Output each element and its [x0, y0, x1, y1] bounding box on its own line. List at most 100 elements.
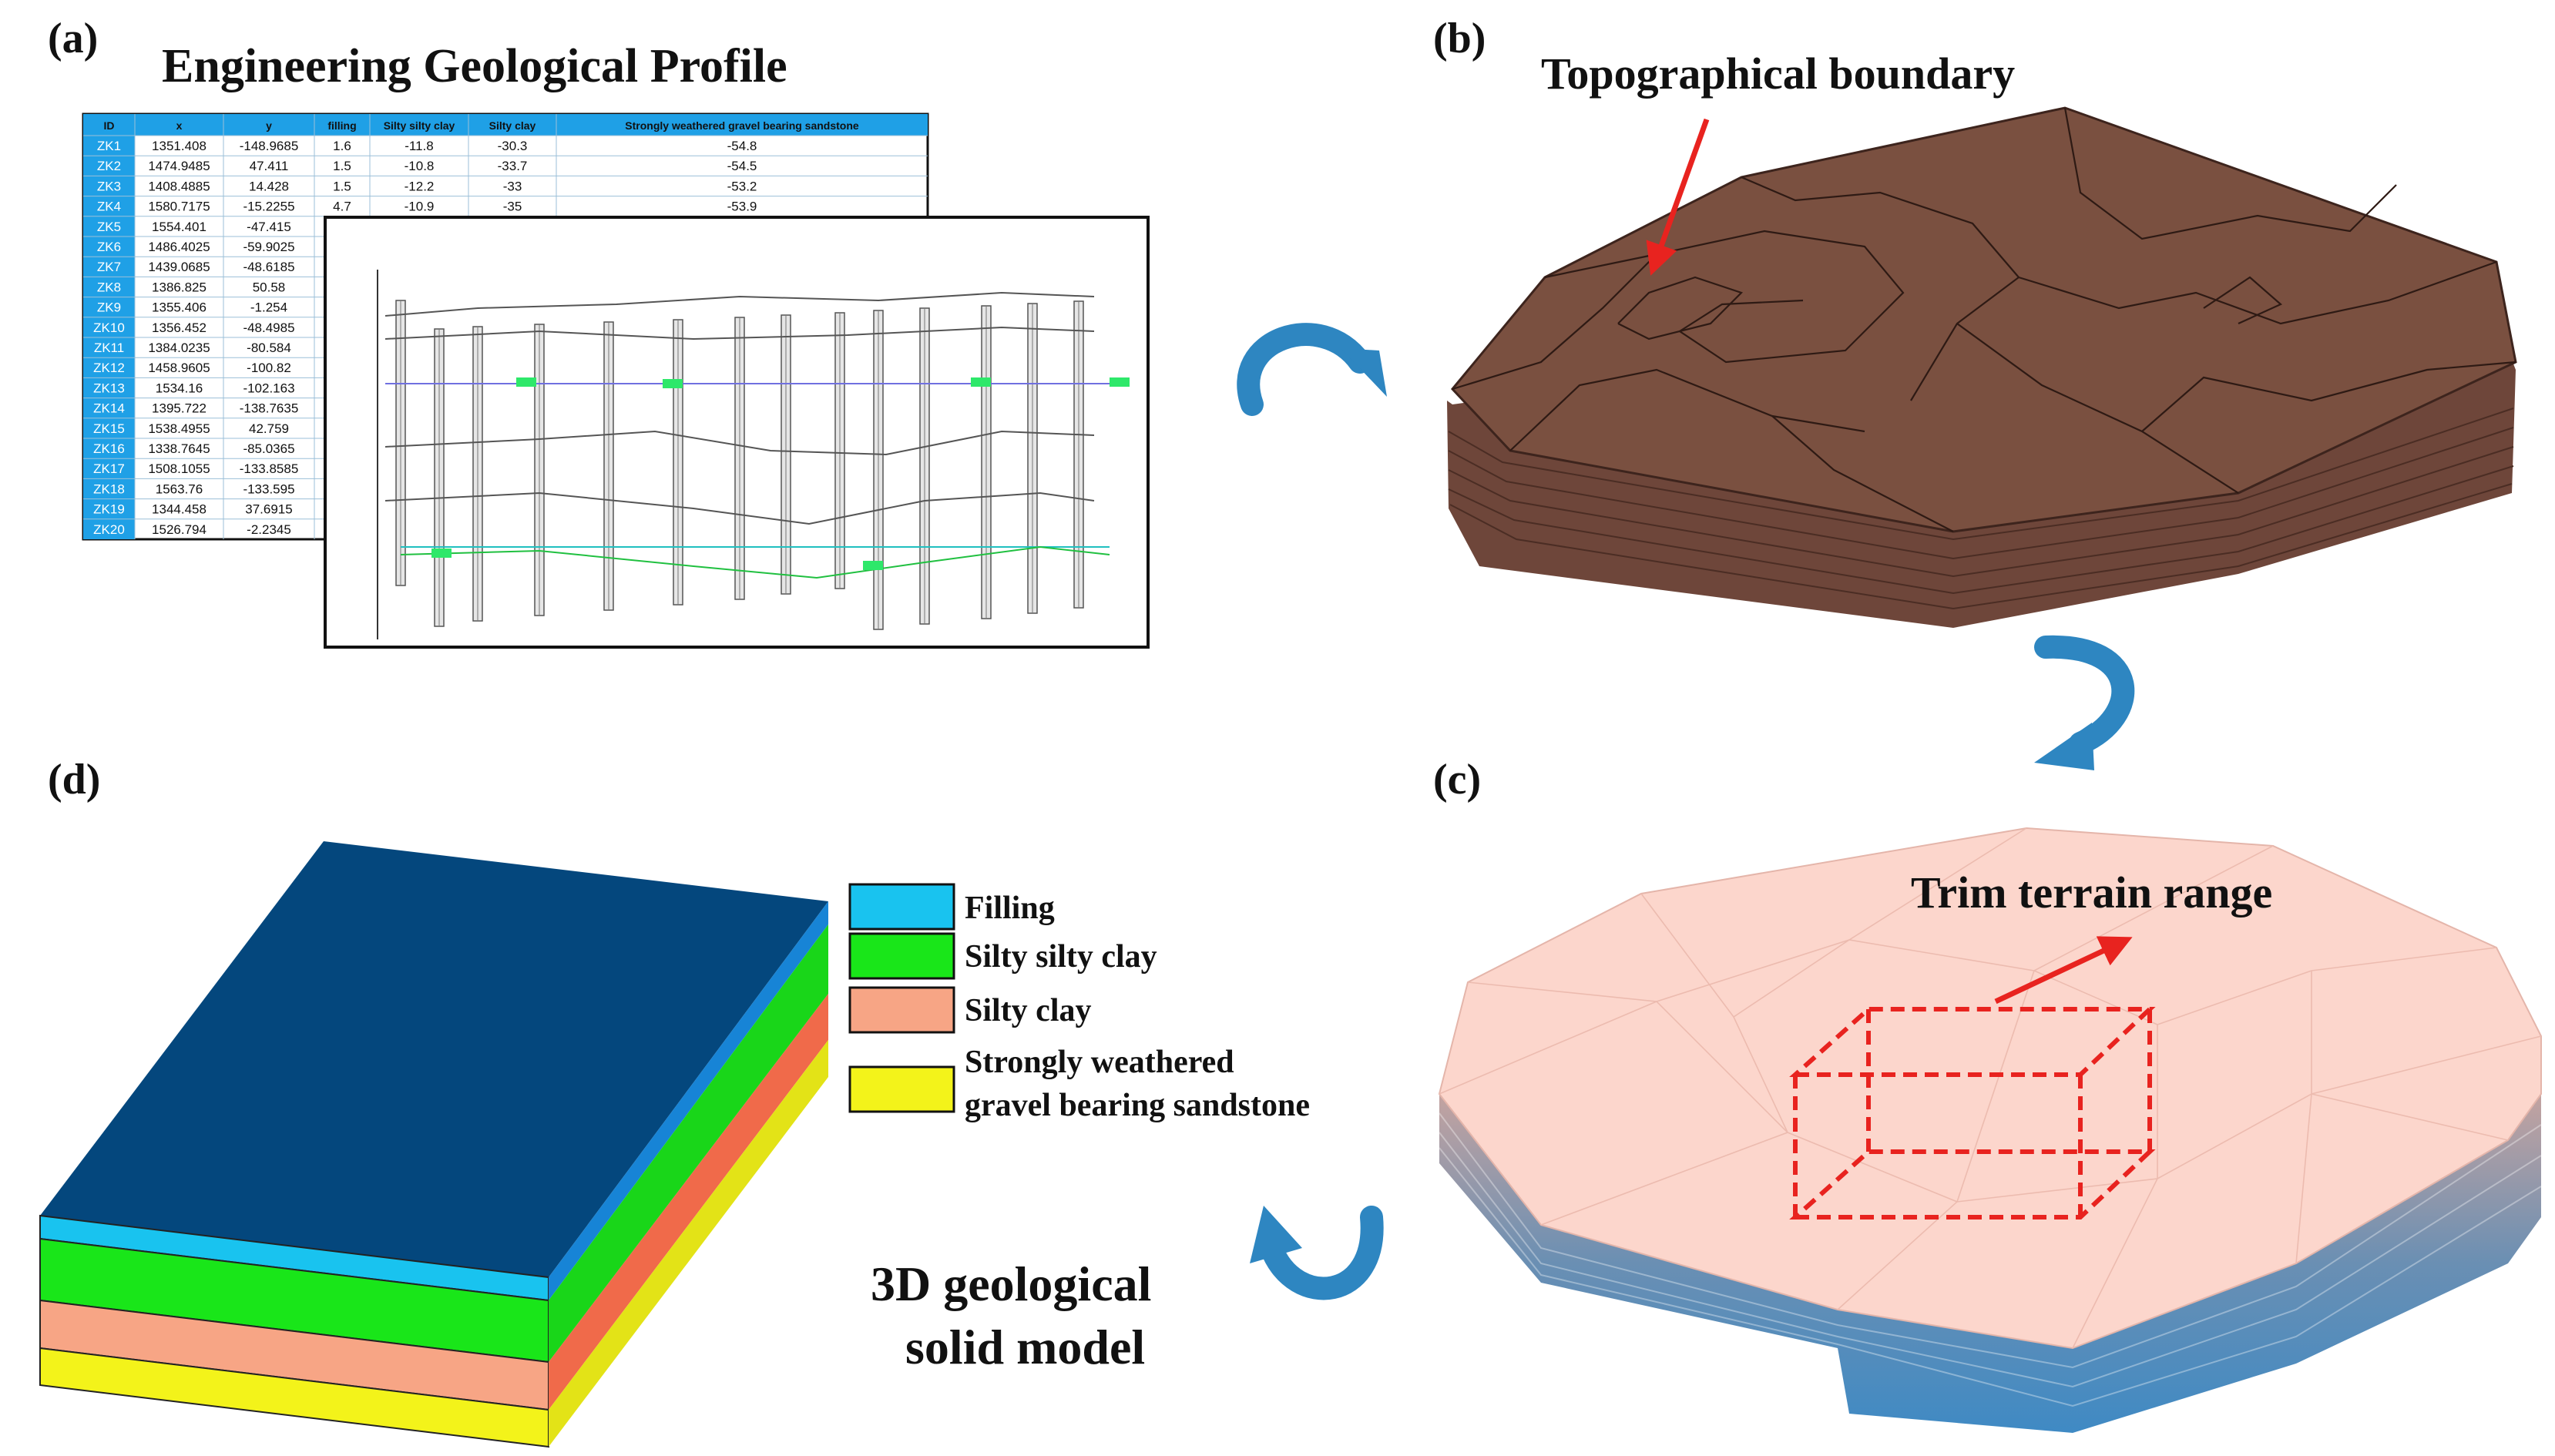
legend-swatch-silty-clay: [848, 986, 955, 1034]
legend-swatch-silty-silty-clay: [848, 932, 955, 980]
table-cell: 1508.1055: [148, 461, 210, 476]
table-cell: 4.7: [333, 200, 351, 214]
table-cell: -53.2: [727, 179, 757, 193]
table-cell: 1408.4885: [148, 179, 210, 193]
table-cell: -30.3: [498, 139, 528, 153]
table-cell: ZK4: [97, 200, 121, 214]
table-cell: 1563.76: [156, 481, 203, 496]
table-cell: ZK16: [93, 441, 125, 456]
table-cell: 37.6915: [245, 502, 292, 517]
table-cell: ZK14: [93, 401, 125, 416]
table-cell: -35: [503, 200, 522, 214]
table-cell: -33: [503, 179, 522, 193]
table-cell: ZK12: [93, 361, 125, 375]
table-cell: ZK19: [93, 502, 125, 517]
table-cell: ZK13: [93, 381, 125, 395]
cycle-arrow-c-to-d: [1250, 1206, 1384, 1300]
table-cell: 1.5: [333, 159, 351, 173]
table-cell: 1355.406: [152, 300, 206, 315]
table-cell: 1356.452: [152, 320, 206, 335]
panel-a-label: (a): [48, 15, 98, 62]
geological-profile-sheet: [324, 216, 1150, 649]
table-header-cell: y: [266, 119, 272, 132]
table-cell: ZK20: [93, 522, 125, 537]
table-cell: 1384.0235: [148, 341, 210, 355]
cycle-arrow-a-to-b: [1237, 323, 1387, 416]
table-cell: ZK10: [93, 320, 125, 335]
table-cell: 1439.0685: [148, 260, 210, 274]
table-header-cell: Strongly weathered gravel bearing sandst…: [625, 119, 859, 132]
table-cell: 50.58: [253, 280, 286, 294]
table-cell: 1338.7645: [148, 441, 210, 456]
table-cell: -54.5: [727, 159, 757, 173]
table-cell: -12.2: [405, 179, 435, 193]
table-cell: -15.2255: [243, 200, 294, 214]
table-cell: -53.9: [727, 200, 757, 214]
table-cell: ZK17: [93, 461, 125, 476]
table-cell: 1395.722: [152, 401, 206, 416]
panel-b-label: (b): [1433, 15, 1486, 62]
table-cell: ZK3: [97, 179, 121, 193]
legend-swatch-sandstone: [848, 1065, 955, 1113]
table-cell: ZK11: [94, 341, 124, 355]
table-header-cell: filling: [327, 119, 356, 132]
legend-swatch-filling: [848, 883, 955, 931]
table-cell: 1.5: [333, 179, 351, 193]
trimmed-terrain-model: [1438, 827, 2542, 1433]
panel-d-caption-line2: solid model: [905, 1320, 1145, 1374]
table-cell: -133.8585: [240, 461, 299, 476]
table-cell: -48.4985: [243, 320, 294, 335]
geological-solid-model: [39, 841, 828, 1448]
table-cell: -11.8: [405, 139, 434, 153]
topographic-surface-model: [1447, 106, 2517, 628]
table-cell: -10.8: [405, 159, 435, 173]
table-cell: 42.759: [249, 421, 289, 436]
legend-label-sandstone: Strongly weathered: [965, 1045, 1234, 1080]
legend-label-filling: Filling: [965, 891, 1055, 926]
table-cell: 1526.794: [152, 522, 206, 537]
table-cell: -47.415: [247, 220, 291, 234]
table-cell: 1351.408: [152, 139, 206, 153]
panel-a-title: Engineering Geological Profile: [162, 40, 787, 92]
table-cell: 1580.7175: [148, 200, 210, 214]
table-cell: 1474.9485: [148, 159, 210, 173]
panel-d-label: (d): [48, 756, 100, 803]
table-cell: 1486.4025: [148, 240, 210, 254]
table-cell: ZK15: [93, 421, 125, 436]
table-cell: -54.8: [727, 139, 757, 153]
table-cell: -102.163: [243, 381, 294, 395]
table-cell: ZK1: [97, 139, 121, 153]
table-cell: -10.9: [405, 200, 435, 214]
panel-c-annotation: Trim terrain range: [1911, 867, 2272, 918]
table-cell: -2.2345: [247, 522, 291, 537]
table-cell: -138.7635: [240, 401, 299, 416]
table-cell: ZK2: [97, 159, 121, 173]
table-cell: ZK7: [97, 260, 121, 274]
cycle-arrow-b-to-c: [2034, 635, 2135, 770]
legend: Filling Silty silty clay Silty clay Stro…: [848, 883, 1310, 1123]
table-cell: -1.254: [250, 300, 287, 315]
panel-d-caption-line1: 3D geological: [871, 1256, 1151, 1311]
table-cell: -33.7: [498, 159, 528, 173]
table-cell: ZK8: [97, 280, 121, 294]
table-cell: 1.6: [333, 139, 351, 153]
table-cell: 1538.4955: [148, 421, 210, 436]
table-cell: 1344.458: [152, 502, 206, 517]
table-header-cell: Silty silty clay: [384, 119, 455, 132]
table-cell: 14.428: [249, 179, 289, 193]
table-cell: -48.6185: [243, 260, 294, 274]
table-cell: 47.411: [250, 159, 289, 173]
table-cell: 1554.401: [152, 220, 206, 234]
table-header-cell: Silty clay: [489, 119, 536, 132]
table-cell: -148.9685: [240, 139, 299, 153]
table-cell: -85.0365: [243, 441, 294, 456]
table-cell: ZK9: [97, 300, 121, 315]
panel-c-label: (c): [1433, 756, 1481, 803]
panel-b-annotation: Topographical boundary: [1541, 49, 2015, 99]
legend-label-silty-silty-clay: Silty silty clay: [965, 939, 1157, 975]
table-cell: ZK6: [97, 240, 121, 254]
table-cell: ZK5: [97, 220, 121, 234]
table-cell: 1458.9605: [148, 361, 210, 375]
table-header-cell: x: [176, 119, 183, 132]
